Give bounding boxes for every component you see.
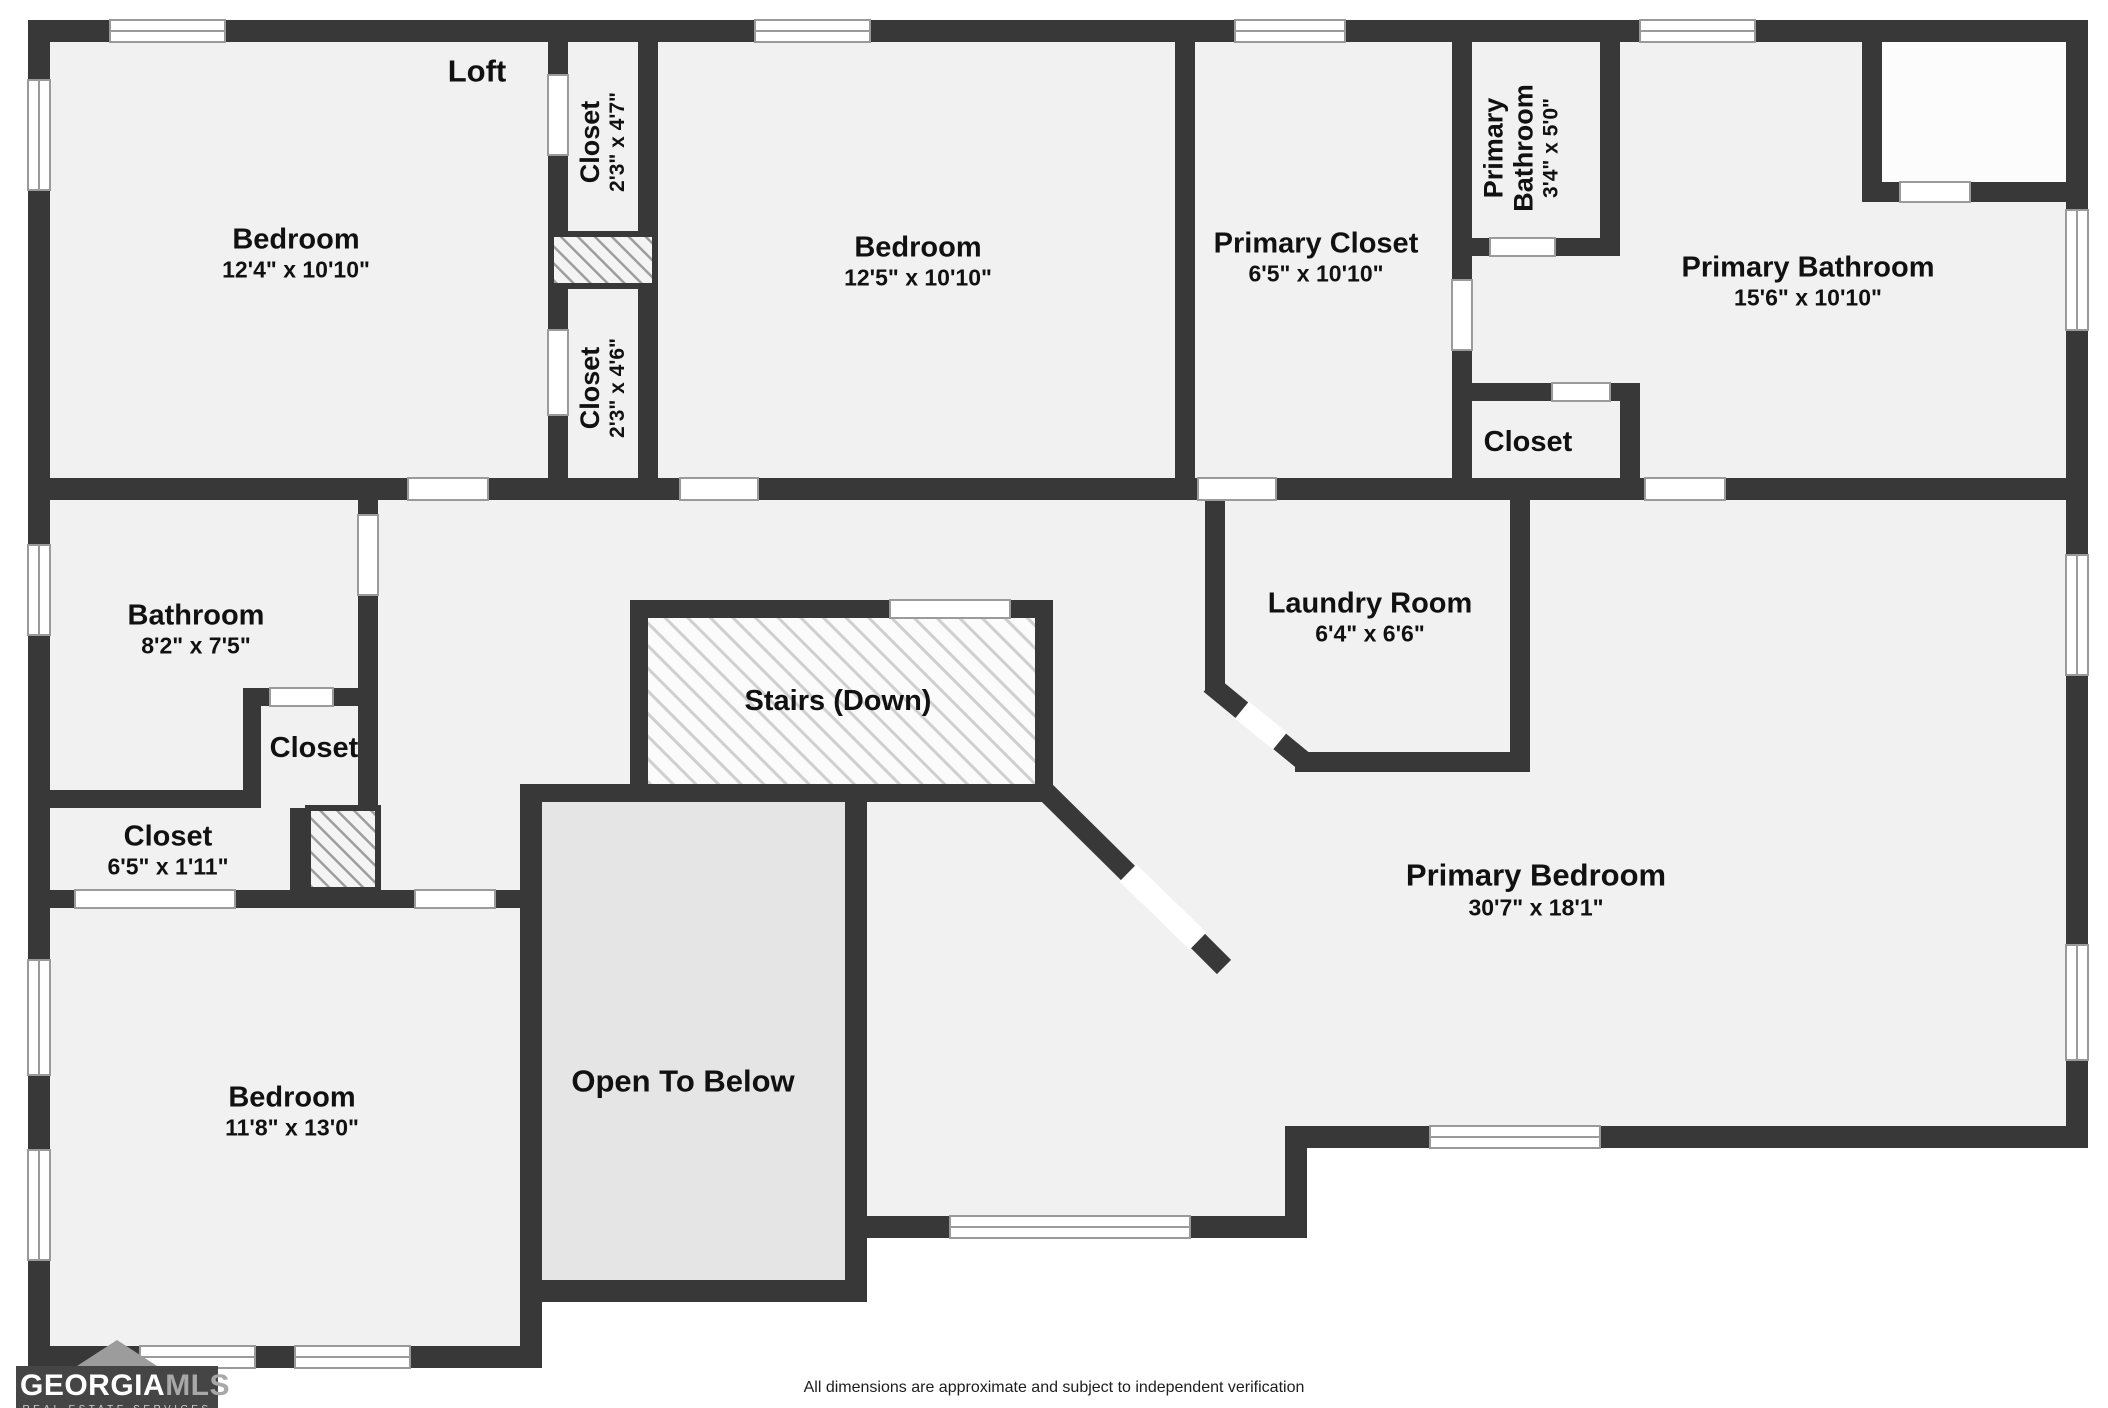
room-name: Bathroom (127, 599, 265, 632)
door-openings (74, 74, 1971, 909)
room-label-closet-hall: Closet (270, 732, 359, 764)
room-name: Bedroom (232, 223, 360, 256)
room-dims: 11'8" x 13'0" (225, 1114, 359, 1141)
room-label-closet-left: Closet 6'5" x 1'11" (107, 820, 228, 881)
window (1234, 19, 1346, 43)
room-dims: 12'5" x 10'10" (844, 264, 992, 291)
room-dims: 6'5" x 10'10" (1248, 260, 1384, 287)
window (949, 1215, 1191, 1239)
logo-tagline: REAL ESTATE SERVICES (16, 1403, 218, 1408)
room-dims: 8'2" x 7'5" (141, 632, 251, 659)
room-label-closet-mid: Closet 2'3" x 4'6" (575, 338, 631, 438)
room-name: Bedroom (228, 1081, 356, 1114)
room-label-primary-bathroom-small: Primary Bathroom 3'4" x 5'0" (1479, 53, 1566, 243)
room-dims: 6'5" x 1'11" (107, 853, 229, 880)
windows (27, 19, 2089, 1369)
room-dims: 3'4" x 5'0" (1540, 98, 1564, 198)
window (1639, 19, 1756, 43)
window (109, 19, 226, 43)
room-dims: 12'4" x 10'10" (222, 256, 370, 283)
room-name: Closet (574, 346, 605, 430)
room-name: Primary Bedroom (1405, 857, 1667, 893)
window (27, 544, 51, 636)
stairs-hatch-area (648, 618, 1035, 784)
window (27, 79, 51, 191)
room-dims: 2'3" x 4'7" (605, 92, 629, 192)
room-name: Open To Below (571, 1063, 795, 1099)
logo-brand-text: GEORGIAMLS (16, 1366, 230, 1403)
room-label-laundry: Laundry Room 6'4" x 6'6" (1268, 587, 1473, 648)
shower-notch-area (1882, 42, 2066, 182)
hatched-blocks (305, 231, 658, 893)
window (2065, 554, 2089, 676)
room-label-primary-bedroom: Primary Bedroom 30'7" x 18'1" (1406, 858, 1666, 921)
room-name: Closet (574, 100, 605, 184)
window (1429, 1125, 1601, 1149)
window (2065, 944, 2089, 1061)
logo-house-icon (77, 1340, 157, 1366)
disclaimer-text: All dimensions are approximate and subje… (803, 1379, 1305, 1396)
window (2065, 209, 2089, 331)
room-label-bedroom-top-middle: Bedroom 12'5" x 10'10" (844, 231, 992, 292)
room-name: Primary Bathroom (1681, 251, 1935, 284)
room-name: Closet (1483, 425, 1573, 458)
window (27, 959, 51, 1076)
open-to-below-area (542, 802, 845, 1280)
logo-brand-georgia: GEORGIA (20, 1369, 166, 1402)
room-name: Laundry Room (1267, 587, 1473, 620)
diagonal-door-openings (1119, 701, 1287, 950)
room-label-primary-closet: Primary Closet 6'5" x 10'10" (1214, 227, 1419, 288)
room-label-stairs: Stairs (Down) (745, 685, 932, 717)
window (27, 1149, 51, 1261)
room-name: Primary Closet (1213, 227, 1419, 260)
room-dims: 2'3" x 4'6" (605, 338, 629, 438)
window (294, 1345, 411, 1369)
room-name: Primary Bathroom (1478, 84, 1539, 212)
room-dims: 15'6" x 10'10" (1734, 284, 1882, 311)
room-dims: 6'4" x 6'6" (1315, 620, 1425, 647)
georgia-mls-logo: GEORGIAMLS REAL ESTATE SERVICES (16, 1340, 230, 1408)
room-dims: 30'7" x 18'1" (1468, 893, 1604, 920)
room-label-open-to-below: Open To Below (571, 1063, 795, 1100)
logo-brand-mls: MLS (165, 1369, 231, 1402)
room-name: Closet (123, 820, 213, 853)
room-name: Closet (269, 731, 359, 764)
room-label-closet-primary: Closet (1484, 426, 1573, 458)
room-label-bedroom-top-left: Bedroom 12'4" x 10'10" (222, 223, 370, 284)
room-name: Loft (447, 53, 507, 89)
room-label-loft: Loft (447, 53, 507, 90)
room-label-bathroom: Bathroom 8'2" x 7'5" (128, 599, 265, 660)
room-name: Bedroom (854, 231, 982, 264)
room-name: Stairs (Down) (744, 684, 932, 717)
room-label-primary-bathroom: Primary Bathroom 15'6" x 10'10" (1681, 251, 1934, 312)
room-label-closet-top: Closet 2'3" x 4'7" (575, 92, 631, 192)
window (754, 19, 871, 43)
room-label-bedroom-bottom-left: Bedroom 11'8" x 13'0" (225, 1081, 359, 1142)
